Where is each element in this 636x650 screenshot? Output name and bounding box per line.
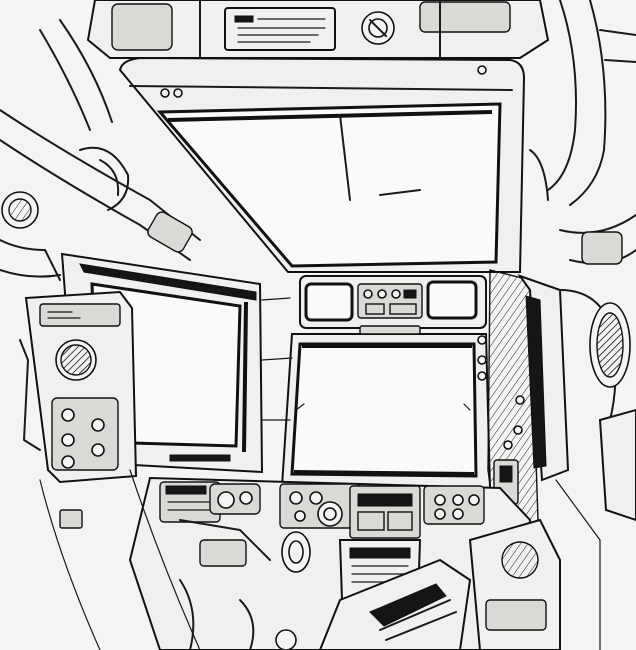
center-upper-cluster (299, 275, 487, 329)
right-pipes (529, 0, 636, 265)
upper-display-screen (156, 102, 502, 268)
left-vent-grille-icon (60, 344, 92, 376)
overhead-placard (224, 7, 336, 51)
lower-dashboard (128, 476, 561, 650)
overhead-panel (86, 0, 550, 61)
left-pipes (0, 19, 201, 281)
upper-display-housing (118, 56, 526, 273)
center-main-display (280, 325, 492, 490)
right-vent-grille-icon (596, 312, 624, 378)
wall-seams (39, 297, 601, 650)
left-control-box (19, 290, 138, 529)
left-button-icon (61, 408, 75, 422)
center-left-gauge-screen (304, 282, 354, 322)
center-right-gauge-screen (426, 280, 478, 320)
center-main-screen (290, 342, 478, 478)
